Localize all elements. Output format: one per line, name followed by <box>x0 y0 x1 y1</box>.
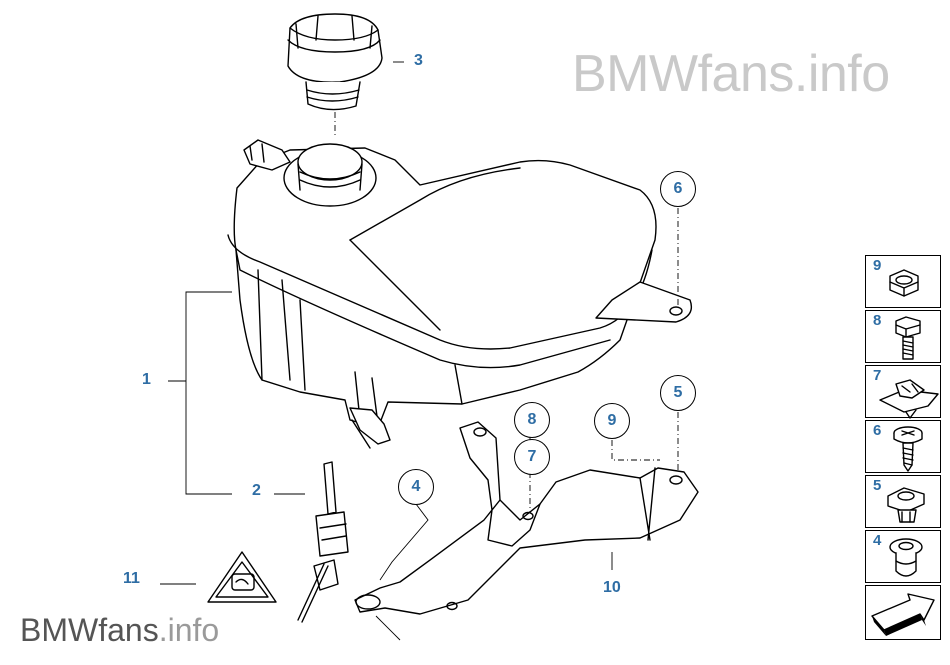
callout-11[interactable]: 11 <box>123 570 140 587</box>
tank-body-drawing <box>227 139 693 449</box>
callout-10[interactable]: 10 <box>603 579 621 596</box>
sidebar-item-number: 6 <box>873 422 882 439</box>
watermark-top: BMWfans.info <box>572 44 890 104</box>
sidebar-item-arrow[interactable] <box>865 585 941 640</box>
hex-bolt-icon <box>895 316 921 360</box>
sidebar-item-number: 4 <box>873 532 882 549</box>
callout-2[interactable]: 2 <box>252 482 261 499</box>
sidebar-item-6[interactable]: 6 <box>865 420 941 473</box>
warning-label-drawing <box>207 551 277 603</box>
filler-cap-drawing <box>287 13 383 138</box>
callout-3[interactable]: 3 <box>414 52 423 69</box>
level-sensor-drawing <box>297 461 349 623</box>
bracket-drawing <box>354 421 699 615</box>
parts-sidebar: 9 8 7 6 <box>865 255 943 640</box>
callout-5[interactable]: 5 <box>660 375 696 411</box>
watermark-bottom-suffix: .info <box>158 612 220 648</box>
watermark-top-suffix: .info <box>793 45 890 103</box>
arrow-icon <box>871 593 935 636</box>
sidebar-item-5[interactable]: 5 <box>865 475 941 528</box>
callout-leaders <box>160 61 679 641</box>
sidebar-item-number: 8 <box>873 312 882 329</box>
sidebar-item-number: 5 <box>873 477 882 494</box>
watermark-bottom-brand: BMWfans <box>20 612 159 648</box>
sidebar-item-4[interactable]: 4 <box>865 530 941 583</box>
sidebar-item-9[interactable]: 9 <box>865 255 941 308</box>
sidebar-item-number: 9 <box>873 257 882 274</box>
callout-7[interactable]: 7 <box>514 439 550 475</box>
callout-8[interactable]: 8 <box>514 402 550 438</box>
rubber-grommet-icon <box>889 538 923 577</box>
callout-1[interactable]: 1 <box>142 371 151 388</box>
screw-icon <box>893 426 923 472</box>
sidebar-item-8[interactable]: 8 <box>865 310 941 363</box>
callout-6[interactable]: 6 <box>660 171 696 207</box>
spring-nut-icon <box>879 379 939 419</box>
expanding-nut-icon <box>887 487 925 523</box>
watermark-top-brand: BMWfans <box>572 45 794 103</box>
callout-4[interactable]: 4 <box>398 469 434 505</box>
watermark-bottom: BMWfans.info <box>20 612 219 649</box>
callout-9[interactable]: 9 <box>594 403 630 439</box>
sidebar-item-number: 7 <box>873 367 882 384</box>
sidebar-item-7[interactable]: 7 <box>865 365 941 419</box>
hex-nut-icon <box>889 269 919 297</box>
